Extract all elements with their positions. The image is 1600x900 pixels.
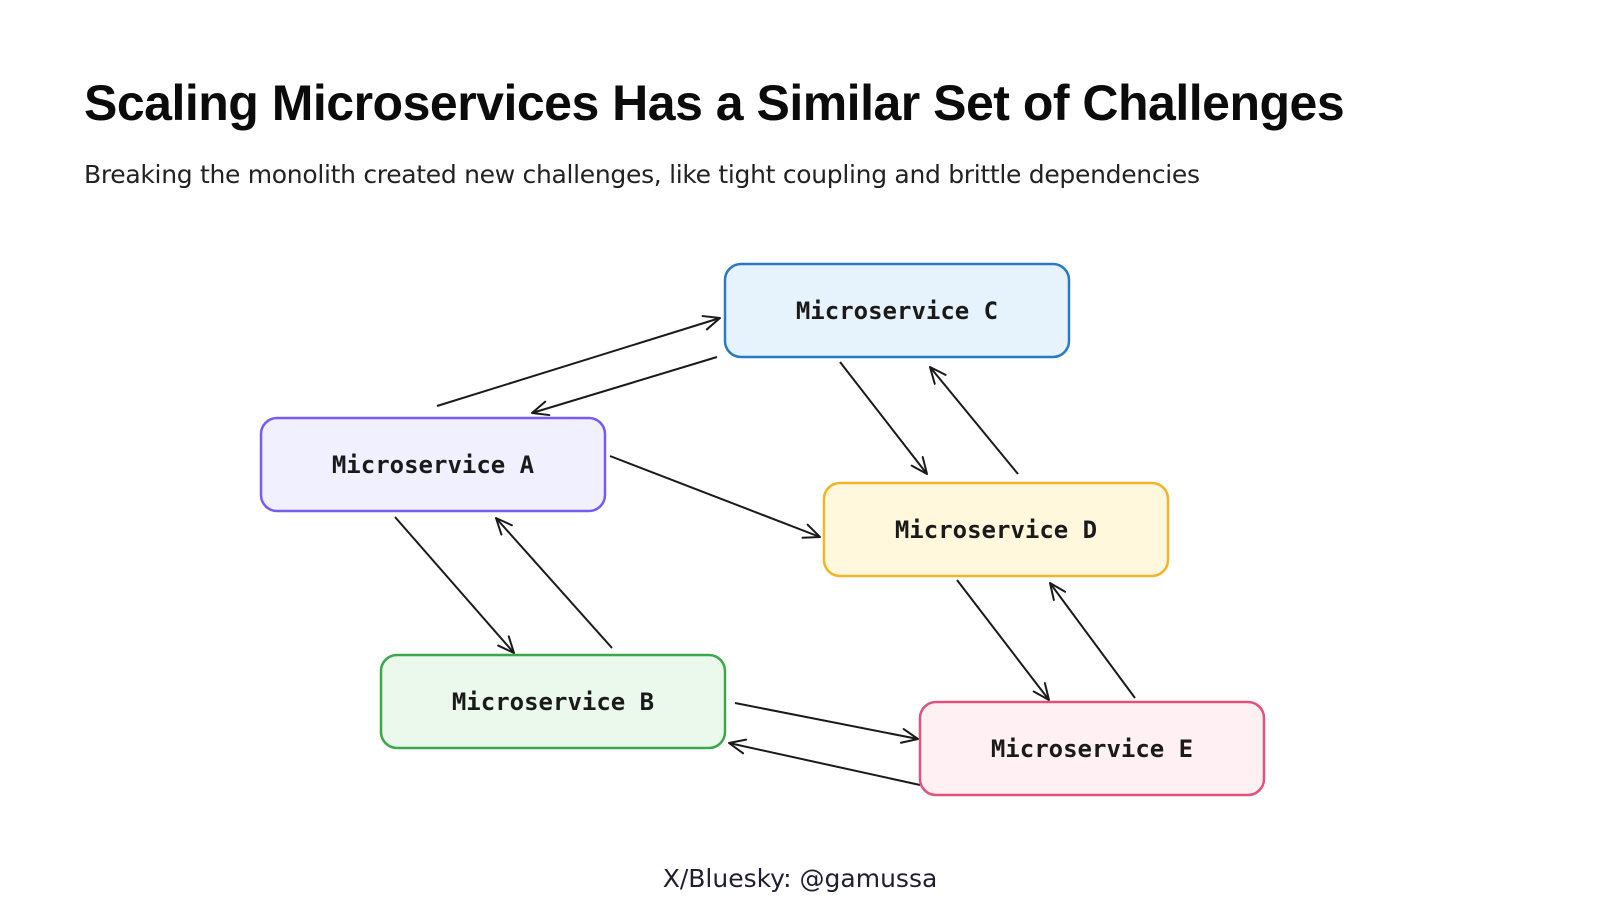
microservice-a-node[interactable]: Microservice A bbox=[259, 416, 607, 513]
edge-c-to-d bbox=[839, 361, 928, 475]
microservice-b-label: Microservice B bbox=[452, 688, 654, 716]
microservice-c-label: Microservice C bbox=[796, 297, 998, 325]
microservice-d-box bbox=[822, 481, 1170, 578]
edges bbox=[394, 315, 1136, 786]
edge-b-to-a bbox=[495, 517, 613, 649]
microservice-a-label: Microservice A bbox=[332, 451, 535, 479]
microservice-c-node[interactable]: Microservice C bbox=[723, 262, 1071, 359]
microservice-e-node[interactable]: Microservice E bbox=[918, 700, 1266, 797]
microservice-b-node[interactable]: Microservice B bbox=[379, 653, 727, 750]
edge-b-to-e bbox=[734, 702, 919, 744]
edge-d-to-c bbox=[929, 366, 1019, 475]
microservice-d-label: Microservice D bbox=[895, 516, 1097, 544]
edge-a-to-c bbox=[436, 315, 721, 407]
microservice-d-node[interactable]: Microservice D bbox=[822, 481, 1170, 578]
edge-a-to-d bbox=[609, 455, 821, 539]
edge-c-to-a bbox=[531, 356, 718, 417]
edge-d-to-e bbox=[956, 579, 1050, 701]
microservice-b-box bbox=[379, 653, 727, 750]
microservice-a-box bbox=[259, 416, 607, 513]
page-title: Scaling Microservices Has a Similar Set … bbox=[84, 75, 1345, 131]
footer-handle: X/Bluesky: @gamussa bbox=[662, 864, 938, 893]
edge-e-to-d bbox=[1049, 582, 1136, 699]
microservice-e-box bbox=[918, 700, 1266, 797]
edge-e-to-b bbox=[728, 738, 921, 786]
edge-a-to-b bbox=[394, 516, 515, 654]
microservice-c-box bbox=[723, 262, 1071, 359]
page-subtitle: Breaking the monolith created new challe… bbox=[84, 160, 1200, 189]
microservice-e-label: Microservice E bbox=[991, 735, 1193, 763]
